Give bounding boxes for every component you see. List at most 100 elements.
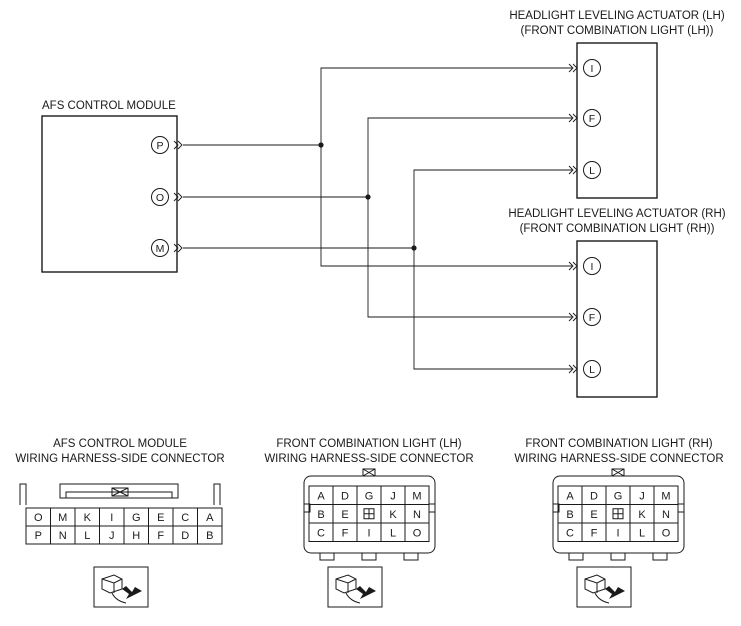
conn-lh-body xyxy=(303,468,436,561)
wire-m-rh xyxy=(413,248,572,370)
actuator-rh-chevrons xyxy=(568,261,578,374)
svg-text:I: I xyxy=(591,63,594,75)
actuator-lh-pin-f: F xyxy=(583,109,601,127)
svg-text:F: F xyxy=(589,113,595,125)
terminal-label: E xyxy=(157,512,164,524)
terminal-label: E xyxy=(341,509,348,521)
terminal-label: J xyxy=(639,490,645,502)
wires xyxy=(183,67,572,370)
terminal-label: A xyxy=(317,490,325,502)
splice-m xyxy=(411,245,417,251)
terminal-label: B xyxy=(566,509,573,521)
terminal-label: F xyxy=(157,530,164,542)
terminal-label: N xyxy=(59,530,67,542)
actuator-rh-title-2: (FRONT COMBINATION LIGHT (RH)) xyxy=(520,223,715,235)
terminal-label: G xyxy=(365,490,374,502)
conn-afs-plug-icon xyxy=(93,566,149,608)
wire-m-lh xyxy=(413,169,572,248)
actuator-lh-pin-i: I xyxy=(583,59,601,77)
terminal-cell xyxy=(653,522,679,542)
terminal-label: L xyxy=(390,527,396,539)
svg-text:P: P xyxy=(156,140,163,152)
afs-pin-o: O xyxy=(151,188,169,206)
wire-o-lh xyxy=(367,117,572,197)
afs-chevrons xyxy=(173,140,183,253)
actuator-rh-title-1: HEADLIGHT LEVELING ACTUATOR (RH) xyxy=(508,208,725,220)
actuator-rh-box xyxy=(576,240,658,398)
terminal-label: C xyxy=(181,512,189,524)
wire-o-rh xyxy=(367,197,572,318)
terminal-label: N xyxy=(413,509,421,521)
terminal-label: K xyxy=(638,509,646,521)
actuator-lh-pin-l: L xyxy=(583,161,601,179)
terminal-label: M xyxy=(412,490,421,502)
terminal-label: F xyxy=(591,527,598,539)
terminal-label: P xyxy=(35,530,42,542)
conn-rh-plug-icon xyxy=(576,566,632,608)
svg-text:F: F xyxy=(589,312,595,324)
conn-rh-title-1: FRONT COMBINATION LIGHT (RH) xyxy=(525,438,712,450)
blank-terminal-mark xyxy=(363,508,375,520)
terminal-label: J xyxy=(390,490,396,502)
terminal-label: M xyxy=(661,490,670,502)
actuator-lh-chevrons xyxy=(568,63,578,175)
wire-p-lh xyxy=(320,67,572,145)
terminal-label: K xyxy=(84,512,92,524)
conn-afs-title-2: WIRING HARNESS-SIDE CONNECTOR xyxy=(15,453,224,465)
terminal-label: J xyxy=(109,530,115,542)
terminal-label: I xyxy=(110,512,113,524)
splice-o xyxy=(365,194,371,200)
conn-afs-body xyxy=(19,483,221,505)
afs-pin-p: P xyxy=(151,136,169,154)
terminal-label: D xyxy=(590,490,598,502)
splice-points xyxy=(318,142,417,251)
terminal-label: K xyxy=(389,509,397,521)
terminal-label: D xyxy=(341,490,349,502)
wire-p-rh xyxy=(320,145,572,267)
svg-text:M: M xyxy=(156,243,165,255)
terminal-label: C xyxy=(317,527,325,539)
terminal-label: F xyxy=(342,527,349,539)
afs-pin-m: M xyxy=(151,239,169,257)
conn-lh-title-2: WIRING HARNESS-SIDE CONNECTOR xyxy=(264,453,473,465)
terminal-label: C xyxy=(566,527,574,539)
actuator-rh-pin-i: I xyxy=(583,257,601,275)
conn-lh-grid: A D G J M B E K N C F I L O xyxy=(308,485,430,542)
conn-rh-title-2: WIRING HARNESS-SIDE CONNECTOR xyxy=(514,453,723,465)
terminal-label: O xyxy=(662,527,671,539)
terminal-label: E xyxy=(590,509,597,521)
terminal-label: D xyxy=(181,530,189,542)
splice-p xyxy=(318,142,324,148)
terminal-label: I xyxy=(367,527,370,539)
conn-afs-title-1: AFS CONTROL MODULE xyxy=(53,438,187,450)
terminal-label: B xyxy=(317,509,324,521)
terminal-label: H xyxy=(132,530,140,542)
terminal-label: O xyxy=(413,527,422,539)
terminal-label: G xyxy=(614,490,623,502)
terminal-label: A xyxy=(206,512,214,524)
svg-text:L: L xyxy=(589,165,595,177)
afs-module-title: AFS CONTROL MODULE xyxy=(42,100,176,112)
terminal-label: A xyxy=(566,490,574,502)
svg-text:L: L xyxy=(589,364,595,376)
terminal-label: G xyxy=(132,512,141,524)
terminal-label: M xyxy=(58,512,67,524)
actuator-lh-title-1: HEADLIGHT LEVELING ACTUATOR (LH) xyxy=(509,10,725,22)
terminal-cell xyxy=(197,525,223,545)
svg-text:O: O xyxy=(156,192,164,204)
svg-text:I: I xyxy=(591,261,594,273)
actuator-lh-box xyxy=(576,42,658,199)
terminal-label: O xyxy=(34,512,43,524)
terminal-label: N xyxy=(662,509,670,521)
actuator-lh-title-2: (FRONT COMBINATION LIGHT (LH)) xyxy=(521,25,714,37)
afs-module-box xyxy=(41,115,178,273)
conn-lh-title-1: FRONT COMBINATION LIGHT (LH) xyxy=(276,438,461,450)
terminal-label: L xyxy=(639,527,645,539)
terminal-label: B xyxy=(206,530,213,542)
actuator-rh-pin-f: F xyxy=(583,308,601,326)
actuator-rh-pin-l: L xyxy=(583,360,601,378)
